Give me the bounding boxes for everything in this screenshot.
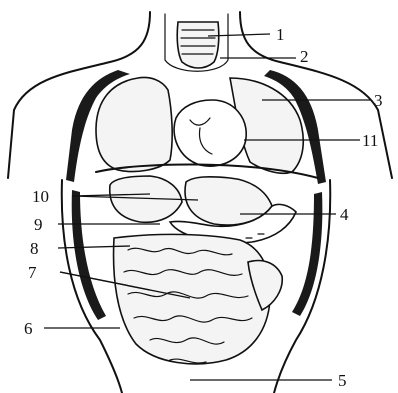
label-4: 4 bbox=[340, 205, 349, 224]
label-1: 1 bbox=[276, 25, 285, 44]
heart bbox=[174, 100, 246, 166]
label-5: 5 bbox=[338, 371, 347, 390]
trachea bbox=[165, 14, 228, 71]
label-2: 2 bbox=[300, 47, 309, 66]
label-10: 10 bbox=[32, 187, 49, 206]
label-6: 6 bbox=[24, 319, 33, 338]
label-3: 3 bbox=[374, 91, 383, 110]
label-8: 8 bbox=[30, 239, 39, 258]
label-9: 9 bbox=[34, 215, 43, 234]
liver bbox=[110, 176, 272, 225]
intestines bbox=[114, 234, 283, 363]
label-7: 7 bbox=[28, 263, 37, 282]
label-11: 11 bbox=[362, 131, 378, 150]
